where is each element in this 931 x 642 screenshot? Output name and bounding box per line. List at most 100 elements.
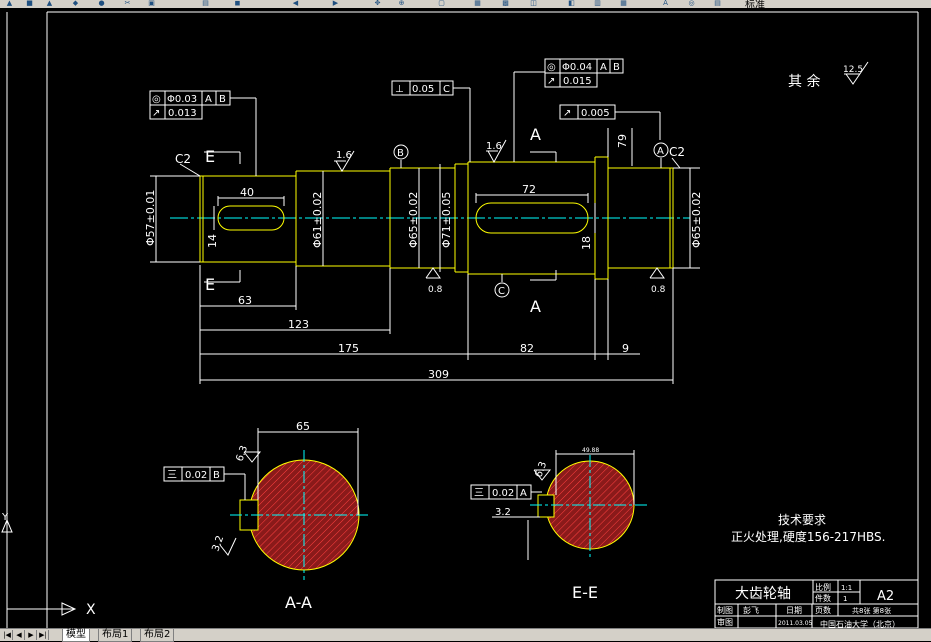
dia-71: Φ71±0.05 bbox=[440, 192, 453, 248]
style-dropdown[interactable]: 标准 bbox=[745, 0, 765, 9]
section-a-a-title: A-A bbox=[285, 593, 312, 612]
tol-perp-sym: ⊥ bbox=[395, 84, 404, 95]
prev-tab-icon[interactable]: ◀ bbox=[14, 630, 25, 640]
folder-icon[interactable]: ▲ bbox=[6, 0, 13, 7]
tol-left-val1: Φ0.03 bbox=[167, 94, 197, 105]
roughness-1-6-b: 1.6 bbox=[486, 141, 502, 152]
drawn-name: 彭飞 bbox=[743, 605, 759, 615]
pan-icon[interactable]: ✥ bbox=[374, 0, 381, 7]
school-name: 中国石油大学（北京） bbox=[820, 619, 900, 628]
dim-style-icon[interactable]: ◎ bbox=[688, 0, 695, 7]
last-tab-icon[interactable]: ▶| bbox=[38, 630, 49, 640]
tab-layout2[interactable]: 布局2 bbox=[140, 629, 175, 642]
copy-icon[interactable]: ▣ bbox=[148, 0, 155, 7]
next-tab-icon[interactable]: ▶ bbox=[26, 630, 37, 640]
cut-icon[interactable]: ✂ bbox=[124, 0, 131, 7]
tol-left-datum1a: A bbox=[205, 94, 212, 105]
date-label: 日期 bbox=[786, 606, 802, 615]
tol-runout-sym: ↗ bbox=[563, 108, 571, 119]
publish-icon[interactable]: ● bbox=[98, 0, 105, 7]
redo-icon[interactable]: ▶ bbox=[332, 0, 339, 7]
tol-frame-left bbox=[149, 90, 231, 120]
print-icon[interactable]: ▲ bbox=[46, 0, 53, 7]
tol-section-e-datum: A bbox=[520, 488, 527, 499]
section-e-bottom: E bbox=[205, 275, 215, 294]
remaining-roughness-label: 其 余 bbox=[788, 73, 820, 90]
tol-perp-datum: C bbox=[443, 84, 450, 95]
text-style-icon[interactable]: A bbox=[663, 0, 668, 7]
date-value: 2011.03.05 bbox=[778, 620, 813, 627]
section-e-e bbox=[470, 450, 650, 560]
dia-61: Φ61±0.02 bbox=[311, 192, 324, 248]
qty-label: 件数 bbox=[815, 593, 831, 603]
tool-palette-icon[interactable]: ◫ bbox=[530, 0, 537, 7]
match-prop-icon[interactable]: ◼ bbox=[234, 0, 241, 7]
tol-section-e-sym: 三 bbox=[474, 488, 484, 499]
roughness-0-8-a: 0.8 bbox=[428, 285, 443, 295]
roughness-1-6-a: 1.6 bbox=[336, 150, 352, 161]
dim-9: 9 bbox=[622, 342, 629, 355]
tol-section-e-val: 0.02 bbox=[492, 488, 514, 499]
zoom-icon[interactable]: ⊕ bbox=[398, 0, 405, 7]
tab-model[interactable]: 模型 bbox=[62, 629, 90, 642]
dim-63: 63 bbox=[238, 294, 252, 307]
dia-65-a: Φ65±0.02 bbox=[407, 192, 420, 248]
sheet-label: 页数 bbox=[815, 605, 831, 615]
tol-left-val2: 0.013 bbox=[168, 108, 197, 119]
part-name: 大齿轮轴 bbox=[735, 586, 791, 602]
dim-123: 123 bbox=[288, 318, 309, 331]
markup-icon[interactable]: ▥ bbox=[594, 0, 601, 7]
model-space-canvas[interactable]: X Y bbox=[0, 8, 931, 628]
properties-icon[interactable]: ▦ bbox=[474, 0, 481, 7]
preview-icon[interactable]: ◆ bbox=[72, 0, 79, 7]
shaft-outline bbox=[199, 156, 674, 280]
section-e-top: E bbox=[205, 147, 215, 166]
roughness-0-8-b: 0.8 bbox=[651, 285, 666, 295]
tol-section-a-val: 0.02 bbox=[185, 470, 207, 481]
tol-center-val2: 0.015 bbox=[563, 76, 592, 87]
roughness-6-3-a: 6.3 bbox=[234, 444, 250, 463]
drawn-label: 制图 bbox=[717, 605, 733, 615]
sheet-value: 共8张 第8张 bbox=[852, 606, 891, 615]
roughness-3-2-a: 3.2 bbox=[210, 534, 226, 553]
dia-57: Φ57±0.01 bbox=[144, 190, 157, 246]
tab-layout1[interactable]: 布局1 bbox=[98, 629, 133, 642]
zoom-window-icon[interactable]: ▢ bbox=[438, 0, 445, 7]
ratio-label: 比例 bbox=[815, 582, 831, 592]
table-style-icon[interactable]: ▤ bbox=[714, 0, 721, 7]
undo-icon[interactable]: ◀ bbox=[292, 0, 299, 7]
datum-c-label: C bbox=[498, 286, 505, 297]
title-block bbox=[714, 579, 919, 628]
dim-175: 175 bbox=[338, 342, 359, 355]
section-e-e-title: E-E bbox=[572, 583, 598, 602]
dim-40: 40 bbox=[240, 186, 254, 199]
paste-icon[interactable]: ▤ bbox=[202, 0, 209, 7]
section-a-bottom: A bbox=[530, 297, 541, 316]
check-label: 审图 bbox=[717, 617, 733, 627]
save-icon[interactable]: ■ bbox=[26, 0, 33, 7]
dia-65-b: Φ65±0.02 bbox=[690, 192, 703, 248]
roughness-3-2-b: 3.2 bbox=[495, 507, 511, 518]
datum-b-label: B bbox=[397, 148, 404, 159]
roughness-6-3-b: 6.3 bbox=[533, 460, 549, 479]
sheet-size: A2 bbox=[877, 589, 894, 604]
dim-82: 82 bbox=[520, 342, 534, 355]
tol-frame-runout-right bbox=[559, 104, 616, 120]
calc-icon[interactable]: ▦ bbox=[620, 0, 627, 7]
datum-a-label: A bbox=[657, 146, 664, 157]
dim-72: 72 bbox=[522, 183, 536, 196]
qty-value: 1 bbox=[843, 595, 847, 603]
ucs-icon bbox=[1, 518, 77, 616]
datum-circles bbox=[393, 142, 669, 298]
tol-frame-center bbox=[544, 58, 624, 88]
tech-req-title: 技术要求 bbox=[778, 513, 826, 527]
tol-center-sym2: ↗ bbox=[547, 76, 555, 87]
section-a-top: A bbox=[530, 125, 541, 144]
tech-req-text: 正火处理,硬度156-217HBS. bbox=[731, 529, 885, 544]
dim-49-88: 49.88 bbox=[582, 447, 599, 454]
tol-frame-perp bbox=[391, 80, 454, 96]
sheet-set-icon[interactable]: ◧ bbox=[568, 0, 575, 7]
first-tab-icon[interactable]: |◀ bbox=[2, 630, 13, 640]
design-center-icon[interactable]: ▩ bbox=[502, 0, 509, 7]
chamfer-c2-right: C2 bbox=[669, 145, 685, 159]
